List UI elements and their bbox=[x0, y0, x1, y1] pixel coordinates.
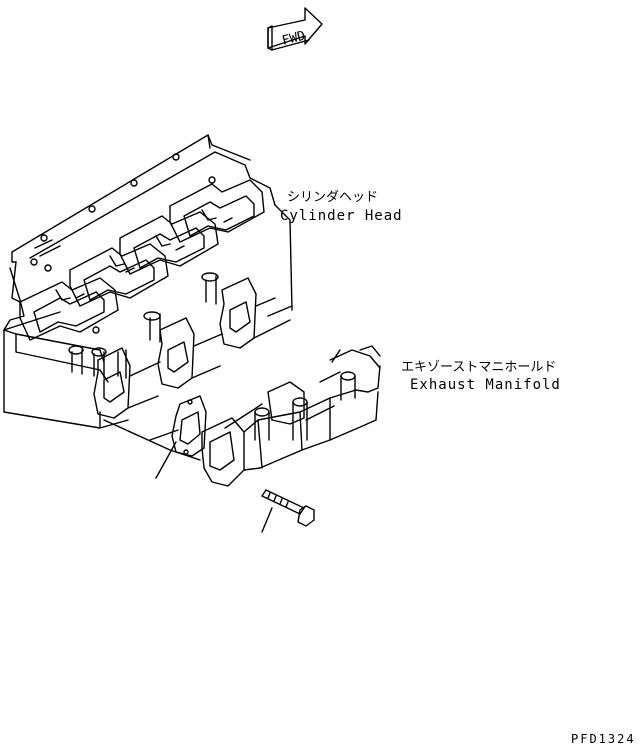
gasket-leader-line bbox=[155, 441, 177, 479]
exhaust-gasket bbox=[155, 395, 207, 479]
bolt-leader-line bbox=[261, 507, 273, 533]
cylinder-head-label-jp: シリンダヘッド bbox=[287, 190, 379, 205]
drawing-code: PFD1324 bbox=[571, 732, 636, 746]
fwd-arrow-icon: FWD bbox=[267, 7, 323, 51]
exhaust-manifold-label-jp: エキゾーストマニホールド bbox=[401, 360, 557, 375]
flange-bolt bbox=[261, 489, 315, 533]
cylinder-head bbox=[3, 134, 293, 461]
exhaust-manifold bbox=[201, 345, 381, 487]
fwd-label: FWD bbox=[281, 29, 308, 49]
exhaust-manifold-label-en: Exhaust Manifold bbox=[410, 377, 561, 393]
cylinder-head-label-en: Cylinder Head bbox=[280, 208, 403, 224]
